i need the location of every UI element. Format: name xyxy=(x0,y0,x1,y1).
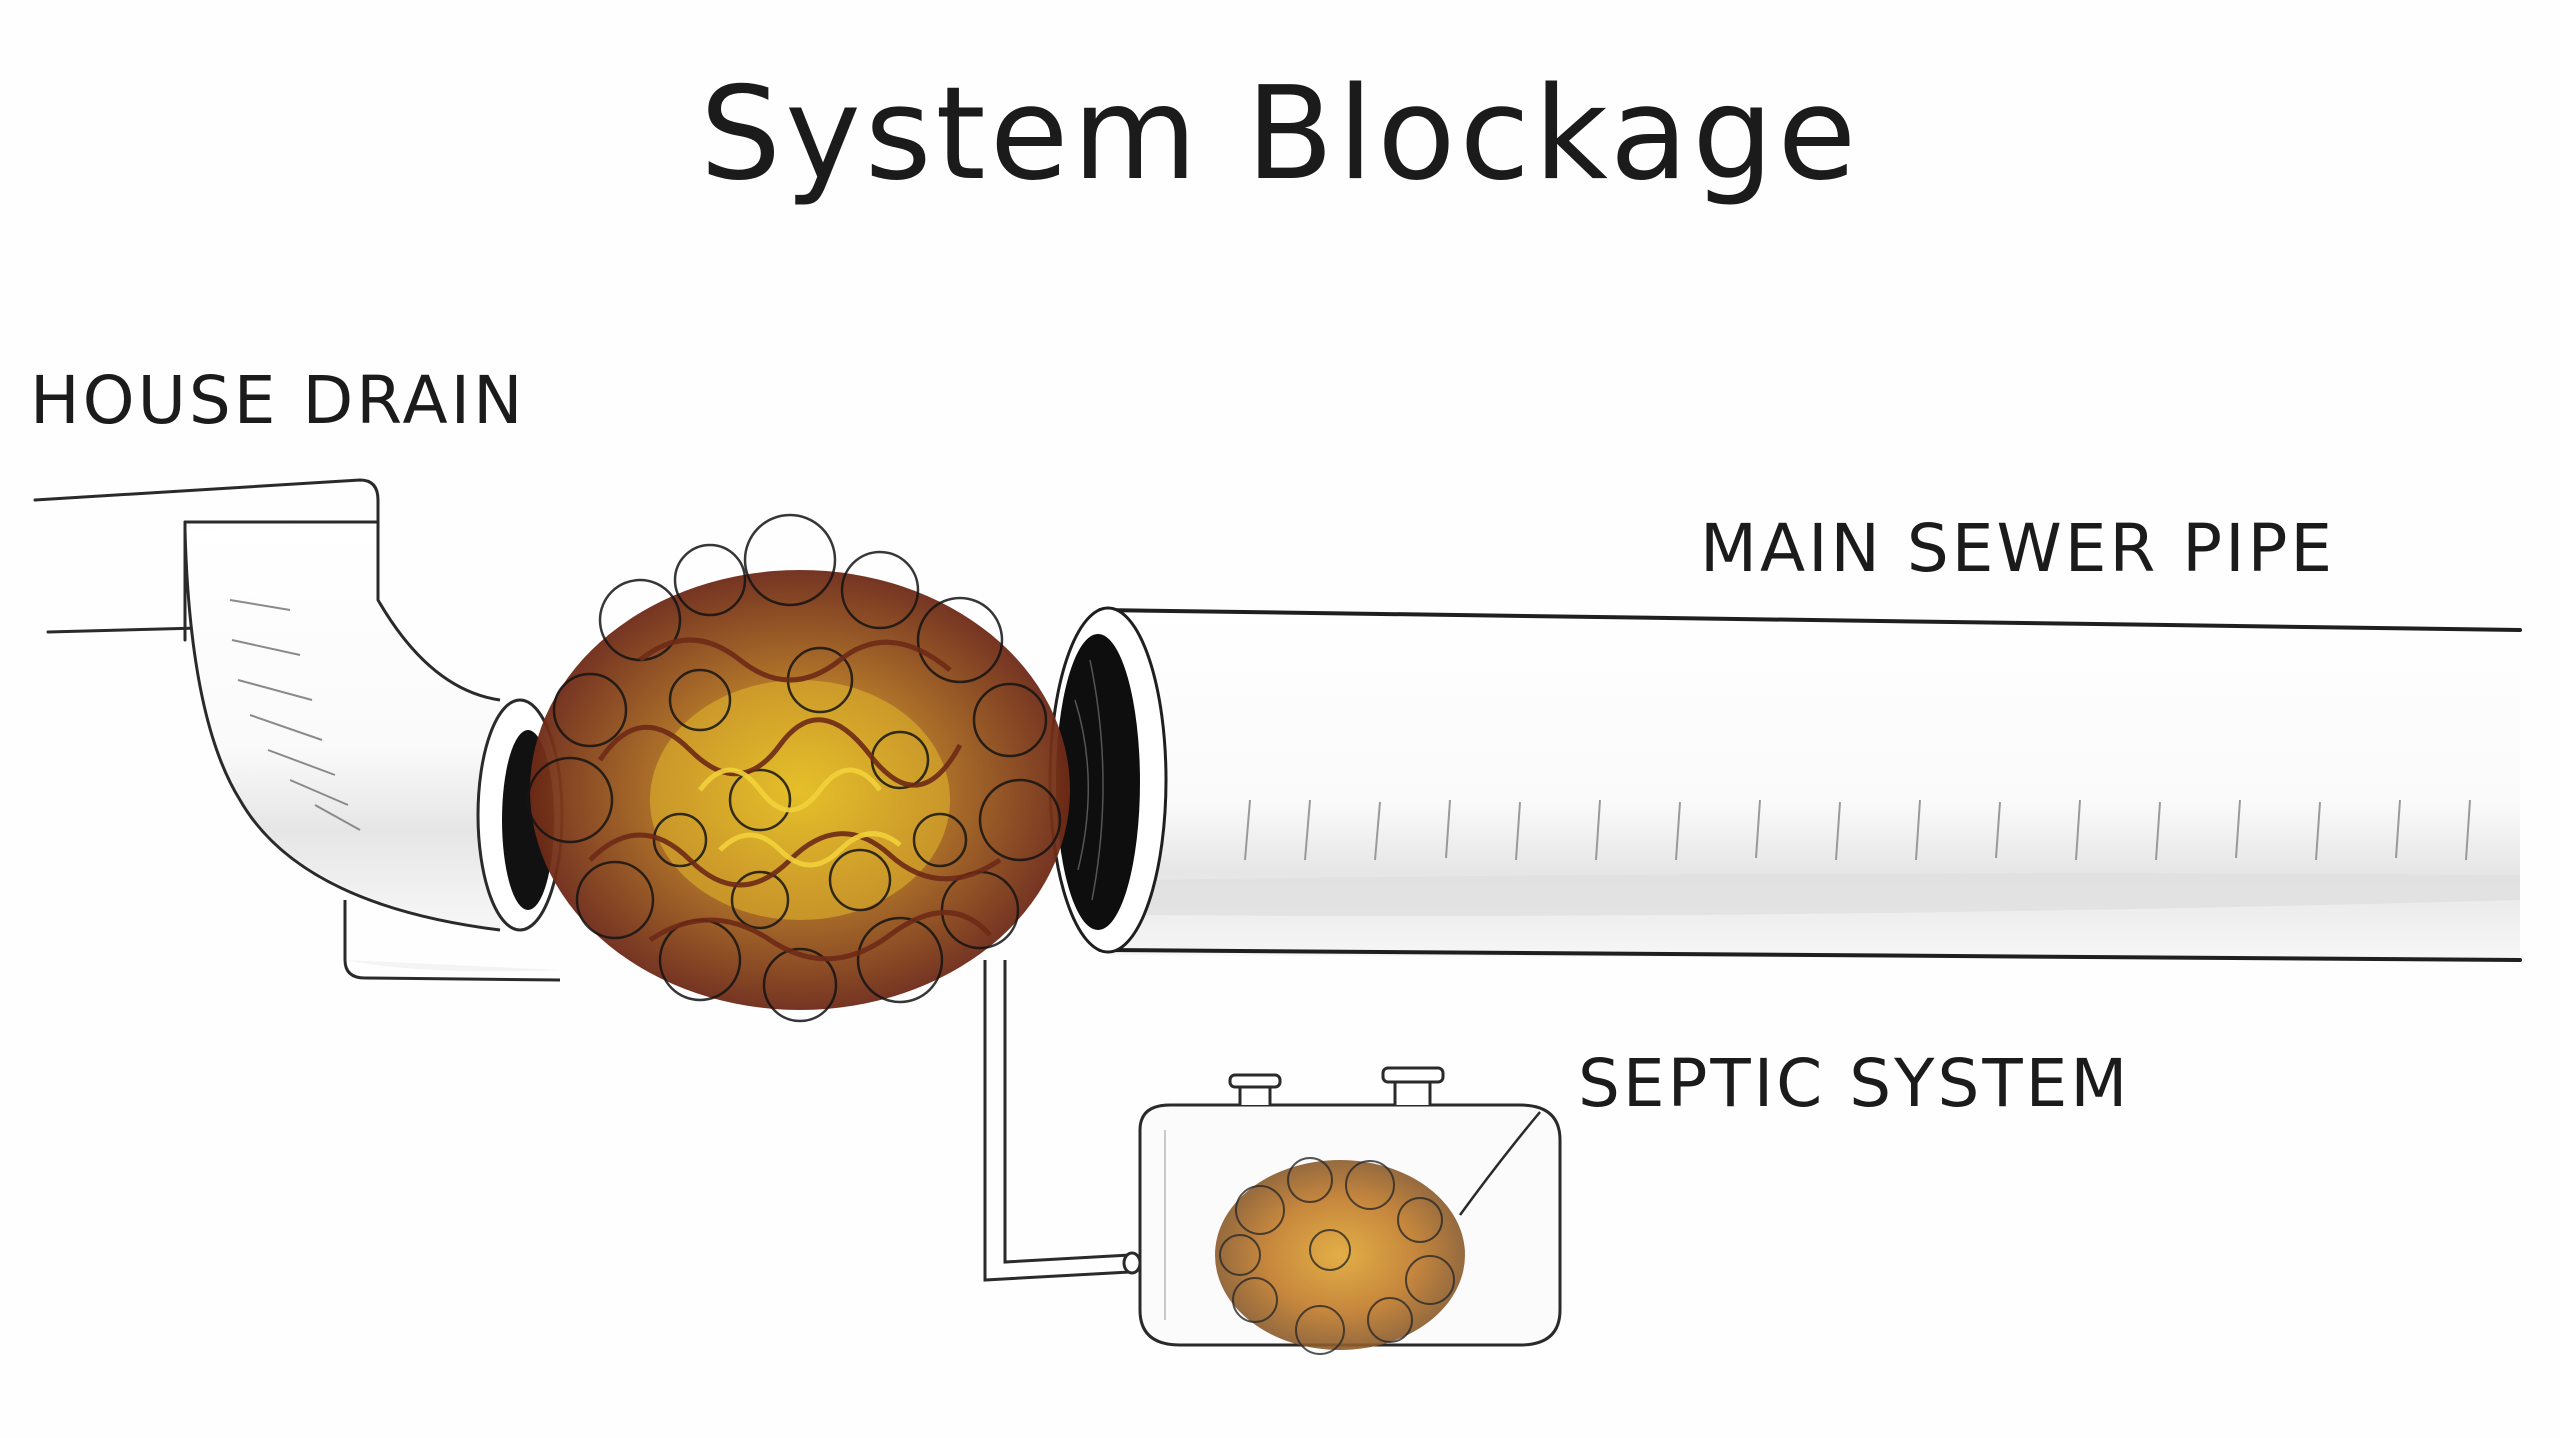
main-sewer-pipe-label: MAIN SEWER PIPE xyxy=(1700,510,2336,587)
septic-connector-pipe xyxy=(983,960,1142,1282)
house-drain-label: HOUSE DRAIN xyxy=(30,362,526,439)
elbow-pipe xyxy=(183,525,564,982)
septic-tank xyxy=(1138,1066,1562,1355)
diagram-title: System Blockage xyxy=(699,60,1861,209)
clog-mass xyxy=(526,513,1070,1023)
septic-system-label: SEPTIC SYSTEM xyxy=(1578,1045,2131,1122)
main-sewer-pipe xyxy=(1048,606,2522,962)
